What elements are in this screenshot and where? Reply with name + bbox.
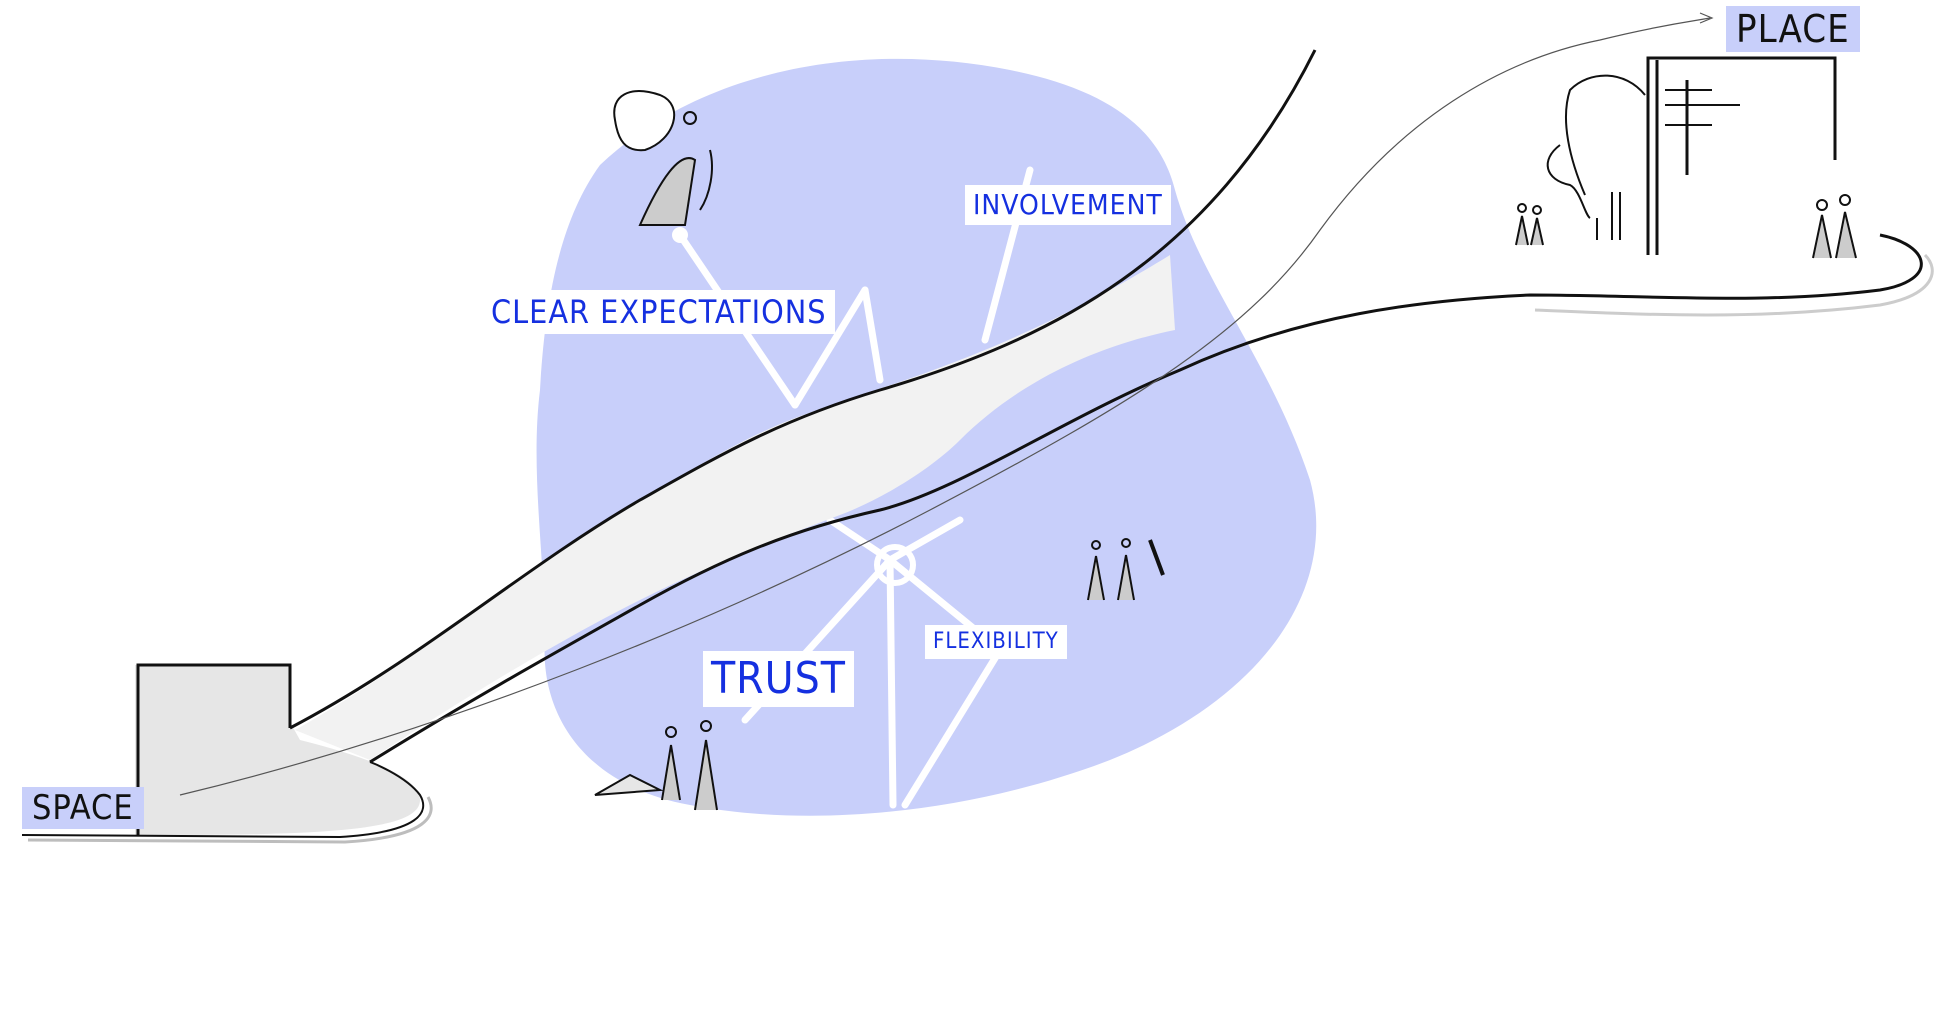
building-icon (1546, 56, 1837, 255)
person-with-laptop-icon (594, 773, 664, 796)
block-icon (21, 663, 433, 844)
person-icon (594, 90, 1857, 811)
path-ribbon (295, 255, 1175, 760)
clear-expectations-label: CLEAR EXPECTATIONS (483, 290, 835, 334)
trust-label: TRUST (703, 651, 854, 707)
place-label: PLACE (1726, 6, 1860, 52)
space-label: SPACE (22, 787, 144, 829)
net-knot-icon (874, 544, 916, 586)
involvement-label: INVOLVEMENT (965, 185, 1171, 225)
flexibility-label: FLEXIBILITY (925, 625, 1067, 659)
